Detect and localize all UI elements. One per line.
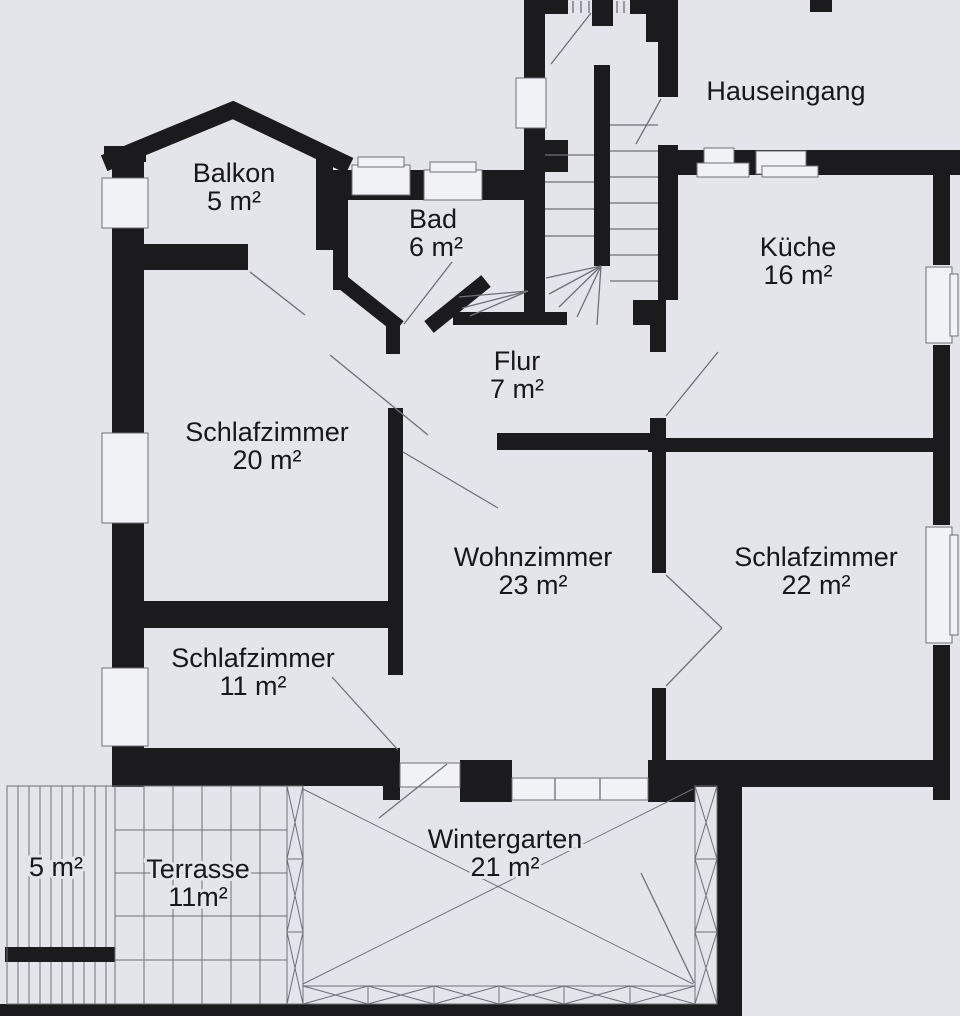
entrance-door-swing	[550, 12, 592, 65]
room-label-flur: Flur 7 m²	[487, 343, 547, 407]
side-area-label: 5 m²	[29, 852, 83, 882]
svg-text:23 m²: 23 m²	[498, 570, 567, 600]
kitchen-door-swing	[665, 351, 719, 417]
svg-text:20 m²: 20 m²	[232, 445, 301, 475]
room-label-wintergarten: Wintergarten 21 m²	[425, 821, 586, 885]
svg-text:Balkon: Balkon	[193, 158, 276, 188]
bedroom11-window	[101, 667, 149, 747]
room-label-wohnzimmer: Wohnzimmer 23 m²	[451, 539, 616, 603]
bedroom22-doubledoor-swing-1	[665, 574, 723, 629]
svg-text:Schlafzimmer: Schlafzimmer	[185, 417, 349, 447]
room-label-balkon: Balkon 5 m²	[190, 155, 279, 219]
wintergarten-glazing	[286, 785, 718, 1005]
bedroom22-doubledoor-swing-2	[665, 627, 723, 687]
svg-text:Küche: Küche	[760, 232, 837, 262]
outdoor-areas	[6, 785, 718, 1005]
svg-text:5 m²: 5 m²	[207, 186, 261, 216]
svg-text:22 m²: 22 m²	[781, 570, 850, 600]
windows	[101, 1, 959, 801]
bath-window-2	[423, 169, 483, 201]
bedroom20-window	[101, 432, 149, 524]
wintergarten-door-window	[399, 762, 461, 788]
room-labels: Hauseingang Balkon 5 m² Bad 6 m² Küche 1…	[26, 73, 901, 915]
room-label-bad: Bad 6 m²	[406, 201, 466, 265]
svg-text:11 m²: 11 m²	[219, 671, 286, 701]
kitchen-window-right	[925, 266, 953, 344]
svg-text:16 m²: 16 m²	[763, 260, 832, 290]
svg-text:Bad: Bad	[409, 204, 457, 234]
svg-text:Schlafzimmer: Schlafzimmer	[734, 542, 898, 572]
balcony-window	[101, 177, 149, 229]
wintergarten-post	[717, 786, 742, 1016]
entrance-label: Hauseingang	[706, 76, 865, 106]
wintergarten-inner-swing	[640, 872, 695, 984]
svg-text:6 m²: 6 m²	[409, 232, 463, 262]
svg-text:11m²: 11m²	[168, 882, 228, 912]
room-label-schlafzimmer-20: Schlafzimmer 20 m²	[182, 414, 352, 478]
stair-winder-fan-1	[545, 265, 602, 326]
livingroom-window-bottom	[511, 777, 649, 801]
balcony-roof-wall	[100, 100, 354, 174]
bath-chamfer-left	[336, 275, 404, 333]
bath-door-swing	[403, 261, 453, 325]
svg-text:Terrasse: Terrasse	[146, 854, 250, 884]
room-label-terrasse: Terrasse 11m²	[143, 851, 253, 915]
stair-door-swing	[635, 98, 662, 145]
staircase-treads	[458, 124, 658, 326]
livingroom-door-swing	[402, 451, 499, 509]
bath-window-1	[351, 164, 411, 196]
stair-window	[515, 77, 547, 129]
svg-text:Schlafzimmer: Schlafzimmer	[171, 643, 335, 673]
stair-winder-fan-2	[458, 290, 529, 317]
svg-text:Flur: Flur	[494, 346, 541, 376]
room-label-kueche: Küche 16 m²	[757, 229, 840, 293]
room-label-schlafzimmer-22: Schlafzimmer 22 m²	[731, 539, 901, 603]
door-swings	[249, 12, 723, 984]
bath-chamfer-right	[424, 275, 491, 333]
svg-text:7 m²: 7 m²	[490, 374, 544, 404]
bedroom20-door-swing	[329, 354, 429, 436]
stair-spine-wall	[594, 65, 610, 266]
room-label-schlafzimmer-11: Schlafzimmer 11 m²	[168, 640, 338, 704]
bedroom11-door-swing	[331, 676, 399, 751]
svg-text:Wohnzimmer: Wohnzimmer	[454, 542, 613, 572]
bedroom22-window	[925, 526, 953, 644]
wintergarten-door-swing	[378, 763, 448, 819]
balcony-door-swing	[249, 271, 306, 316]
svg-text:Wintergarten: Wintergarten	[428, 824, 583, 854]
svg-text:21 m²: 21 m²	[470, 852, 539, 882]
side-strip-hatch	[6, 785, 116, 1005]
